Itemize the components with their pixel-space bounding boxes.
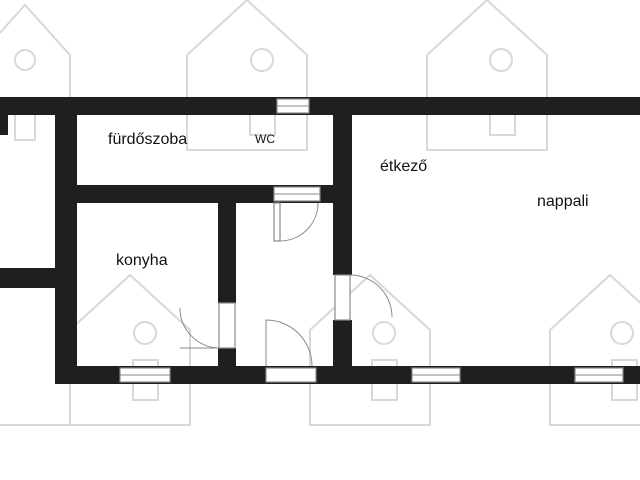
window-dining bbox=[411, 367, 461, 383]
room-label-wc: WC bbox=[255, 132, 275, 146]
door-entrance bbox=[265, 319, 317, 383]
watermark-house-icon bbox=[309, 273, 431, 426]
door-bathroom bbox=[273, 202, 319, 242]
room-label-living: nappali bbox=[537, 193, 589, 210]
wall-left bbox=[55, 97, 77, 384]
wall-kitchen-hall bbox=[218, 203, 236, 303]
room-label-bathroom: fürdőszoba bbox=[108, 131, 187, 148]
wall-bottom bbox=[55, 366, 640, 384]
windows bbox=[119, 98, 624, 383]
watermark-layer bbox=[0, 0, 640, 426]
window-kitchen bbox=[119, 367, 171, 383]
wall-hall-dining bbox=[333, 115, 352, 275]
doors bbox=[179, 202, 393, 383]
room-label-kitchen: konyha bbox=[116, 252, 168, 269]
room-label-dining: étkező bbox=[380, 158, 427, 175]
door-kitchen bbox=[179, 302, 236, 349]
door-hall-dining bbox=[334, 274, 393, 321]
wall-top bbox=[0, 97, 640, 115]
wall-left-exterior bbox=[0, 268, 77, 288]
watermark-house-icon bbox=[549, 273, 640, 426]
window-wc bbox=[276, 98, 310, 114]
window-bathroom-door bbox=[273, 186, 321, 202]
window-living bbox=[574, 367, 624, 383]
wall-left-stub bbox=[0, 115, 8, 135]
watermark-house-icon bbox=[426, 0, 548, 151]
room-labels: fürdőszoba WC étkező nappali konyha bbox=[108, 131, 589, 269]
watermark-house-icon bbox=[69, 273, 191, 426]
watermark-house-icon bbox=[186, 0, 308, 151]
